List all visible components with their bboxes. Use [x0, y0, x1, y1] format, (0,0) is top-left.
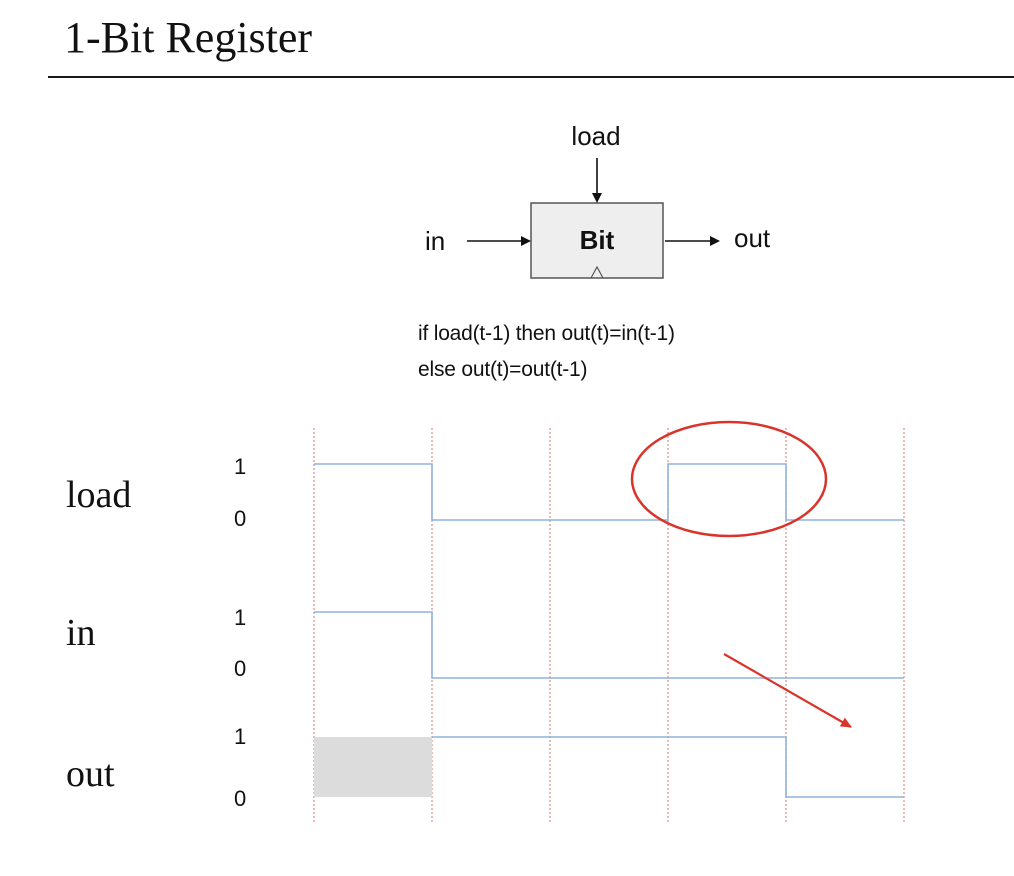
level-label-low: 0 — [234, 656, 246, 681]
formula-line-2: else out(t)=out(t-1) — [418, 358, 588, 381]
input-label-in: in — [425, 226, 445, 256]
waveform-out — [432, 736, 904, 798]
level-label-low: 0 — [234, 786, 246, 811]
bit-block-label: Bit — [580, 225, 615, 255]
bit-block: Bit — [530, 202, 664, 279]
control-label-load: load — [571, 121, 620, 151]
level-label-high: 1 — [234, 605, 246, 630]
annotation-circle — [630, 420, 828, 538]
output-label-out: out — [734, 223, 771, 253]
waveform-load — [314, 463, 904, 521]
unknown-value-region — [314, 737, 432, 797]
formula-line-1: if load(t-1) then out(t)=in(t-1) — [418, 322, 675, 345]
title-rule — [48, 76, 1014, 78]
signal-name-in: in — [66, 612, 96, 654]
slide-title: 1-Bit Register — [64, 13, 313, 62]
level-label-high: 1 — [234, 454, 246, 479]
annotation-arrow — [723, 653, 852, 728]
clock-triangle-icon — [590, 265, 604, 279]
level-label-low: 0 — [234, 506, 246, 531]
bit-block-box — [530, 202, 664, 279]
timing-diagram: load 1 0 in 1 0 out 1 0 — [66, 428, 905, 822]
signal-name-load: load — [66, 474, 131, 516]
signal-name-out: out — [66, 753, 115, 795]
level-label-high: 1 — [234, 724, 246, 749]
waveform-in — [314, 611, 904, 679]
